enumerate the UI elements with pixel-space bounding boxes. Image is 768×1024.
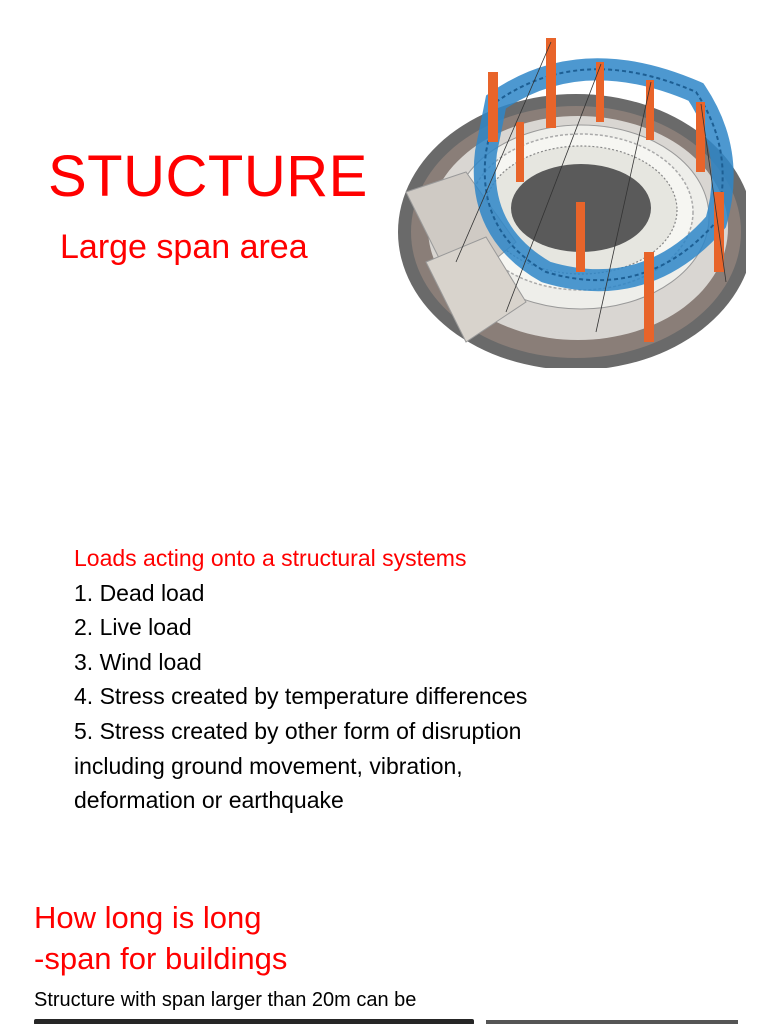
loads-item: including ground movement, vibration, (74, 752, 463, 779)
loads-item: 4. Stress created by temperature differe… (74, 683, 528, 710)
cut-off-text-line (34, 1014, 474, 1024)
loads-item: 2. Live load (74, 614, 192, 641)
cut-off-image (486, 1020, 738, 1024)
loads-item: 1. Dead load (74, 579, 205, 606)
slide-title: STUCTURE (48, 144, 368, 209)
slide-subtitle: Large span area (60, 228, 308, 266)
span-heading-line: -span for buildings (34, 941, 288, 976)
loads-item: deformation or earthquake (74, 787, 344, 814)
loads-list: Loads acting onto a structural systems 1… (74, 541, 527, 818)
loads-heading: Loads acting onto a structural systems (74, 545, 467, 571)
stadium-structure-image (398, 38, 746, 368)
span-heading: How long is long -span for buildings (34, 897, 287, 979)
span-body-text: Structure with span larger than 20m can … (34, 989, 417, 1011)
loads-item: 5. Stress created by other form of disru… (74, 717, 522, 744)
span-heading-line: How long is long (34, 900, 262, 935)
loads-item: 3. Wind load (74, 648, 202, 675)
